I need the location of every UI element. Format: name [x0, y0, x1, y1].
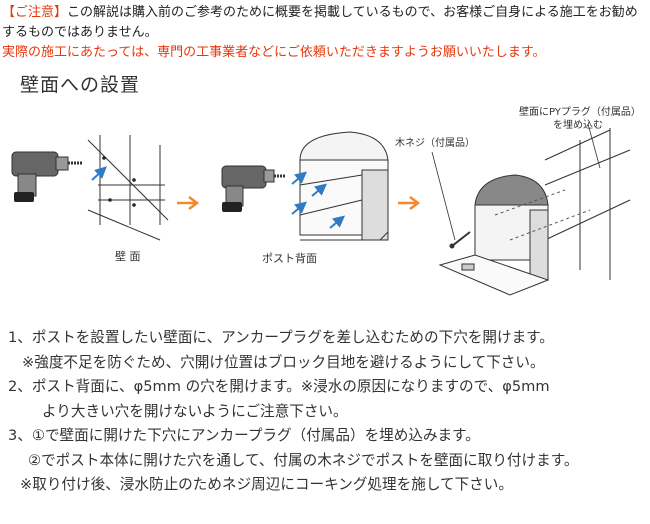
step-2: 2、ポスト背面に、φ5mm の穴を開けます。※浸水の原因になりますので、φ5mm — [8, 378, 550, 395]
section-heading: 壁面への設置 — [20, 74, 141, 96]
caution-text: この解説は購入前のご参考のために概要を掲載しているもので、お客様ご自身による施工… — [2, 5, 638, 40]
post-back-label: ポスト背面 — [262, 251, 317, 265]
installation-diagram: 壁 面 ポスト背面 — [11, 105, 641, 296]
caution-notice: 【ご注意】この解説は購入前のご参考のために概要を掲載しているもので、お客様ご自身… — [2, 3, 647, 63]
post-box-open — [438, 174, 550, 296]
drill-icon — [11, 151, 82, 202]
panel-mount-post: 木ネジ（付属品） 壁面にPYプラグ（付属品） を埋め込む — [395, 105, 641, 296]
step-3-note: ※取り付け後、浸水防止のためネジ周辺にコーキング処理を施して下さい。 — [20, 476, 513, 493]
post-box — [299, 131, 389, 241]
panel-drill-post: ポスト背面 — [221, 131, 389, 265]
wall-grid — [544, 128, 631, 280]
plug-label-line2: を埋め込む — [553, 119, 603, 131]
step-arrow-icon — [398, 196, 421, 210]
panel-drill-wall: 壁 面 — [11, 135, 169, 263]
step-2-continued: より大きい穴を開けないようにご注意下さい。 — [42, 402, 348, 420]
caution-professional-text: 実際の施工にあたっては、専門の工事業者などにご依頼いただきますようお願いいたしま… — [2, 45, 546, 60]
step-arrow-icon — [177, 196, 200, 210]
step-3: 3、①で壁面に開けた下穴にアンカープラグ（付属品）を埋め込みます。 — [8, 427, 480, 444]
wall-label: 壁 面 — [115, 249, 141, 263]
wall-grid — [87, 135, 169, 241]
screw-icon — [449, 231, 471, 249]
step-1: 1、ポストを設置したい壁面に、アンカープラグを差し込むための下穴を開けます。 — [8, 329, 554, 346]
step-1-note: ※強度不足を防ぐため、穴開け位置はブロック目地を避けるようにして下さい。 — [22, 353, 545, 371]
screw-label: 木ネジ（付属品） — [395, 136, 475, 149]
step-3-detail: ②でポスト本体に開けた穴を通して、付属の木ネジでポストを壁面に取り付けます。 — [28, 451, 579, 469]
plug-label-line1: 壁面にPYプラグ（付属品） — [519, 105, 641, 118]
blue-arrow — [91, 166, 107, 181]
caution-tag: 【ご注意】 — [2, 5, 68, 20]
drill-icon — [221, 165, 286, 212]
installation-steps: 1、ポストを設置したい壁面に、アンカープラグを差し込むための下穴を開けます。 ※… — [8, 326, 578, 498]
